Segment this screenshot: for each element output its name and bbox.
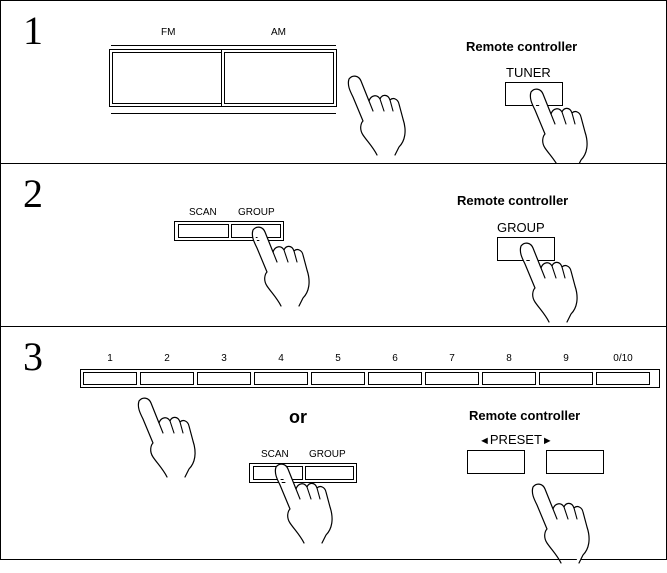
preset-button-2[interactable] [140,372,194,385]
preset-button-5[interactable] [311,372,365,385]
step-number: 1 [23,8,43,53]
preset-number-label: 4 [278,353,284,364]
step-number: 2 [23,171,43,216]
step-number: 3 [23,334,43,379]
fm-label: FM [161,27,176,38]
scan-label: SCAN [261,449,289,460]
step-3-panel: 3 1 2 3 4 5 6 7 8 9 0/10 or SCAN GROUP Remote con… [0,326,667,564]
group-label: GROUP [309,449,346,460]
pointing-hand-icon [137,397,196,478]
preset-button-3[interactable] [197,372,251,385]
pointing-hand-icon [274,463,333,544]
panel-top-line [111,45,336,46]
preset-button-8[interactable] [482,372,536,385]
scan-label: SCAN [189,207,217,218]
preset-button-1[interactable] [83,372,137,385]
group-remote-label: GROUP [497,220,545,235]
or-label: or [289,407,307,427]
pointing-hand-icon [347,75,406,156]
preset-number-label: 2 [164,353,170,364]
preset-button-10[interactable] [596,372,650,385]
remote-preset-up-button[interactable] [546,450,604,474]
left-arrow-icon: ◄ [479,435,490,447]
preset-number-label: 8 [506,353,512,364]
right-arrow-icon: ► [541,435,553,447]
am-button[interactable] [224,52,334,104]
am-label: AM [271,27,286,38]
preset-button-4[interactable] [254,372,308,385]
pointing-hand-icon [251,226,310,307]
preset-number-label: 0/10 [613,353,633,364]
pointing-hand-icon [519,242,578,323]
preset-button-7[interactable] [425,372,479,385]
preset-number-label: 3 [221,353,227,364]
preset-number-label: 5 [335,353,341,364]
preset-number-label: 7 [449,353,455,364]
preset-button-6[interactable] [368,372,422,385]
preset-button-9[interactable] [539,372,593,385]
remote-controller-title: Remote controller [469,408,581,423]
remote-controller-title: Remote controller [466,39,578,54]
group-label: GROUP [238,207,275,218]
preset-number-label: 1 [107,353,113,364]
remote-preset-down-button[interactable] [467,450,525,474]
preset-number-label: 9 [563,353,569,364]
step-2-panel: 2 SCAN GROUP Remote controller GROUP [0,163,667,327]
remote-controller-title: Remote controller [457,193,569,208]
preset-number-label: 6 [392,353,398,364]
group-button[interactable] [305,466,354,480]
preset-remote-label: ◄PRESET► [479,432,553,447]
fm-button[interactable] [112,52,222,104]
panel-bottom-line [111,113,336,114]
step-1-panel: 1 FM AM Remote controller TUNER [0,0,667,169]
scan-button[interactable] [178,224,229,238]
tuner-label: TUNER [506,65,551,80]
